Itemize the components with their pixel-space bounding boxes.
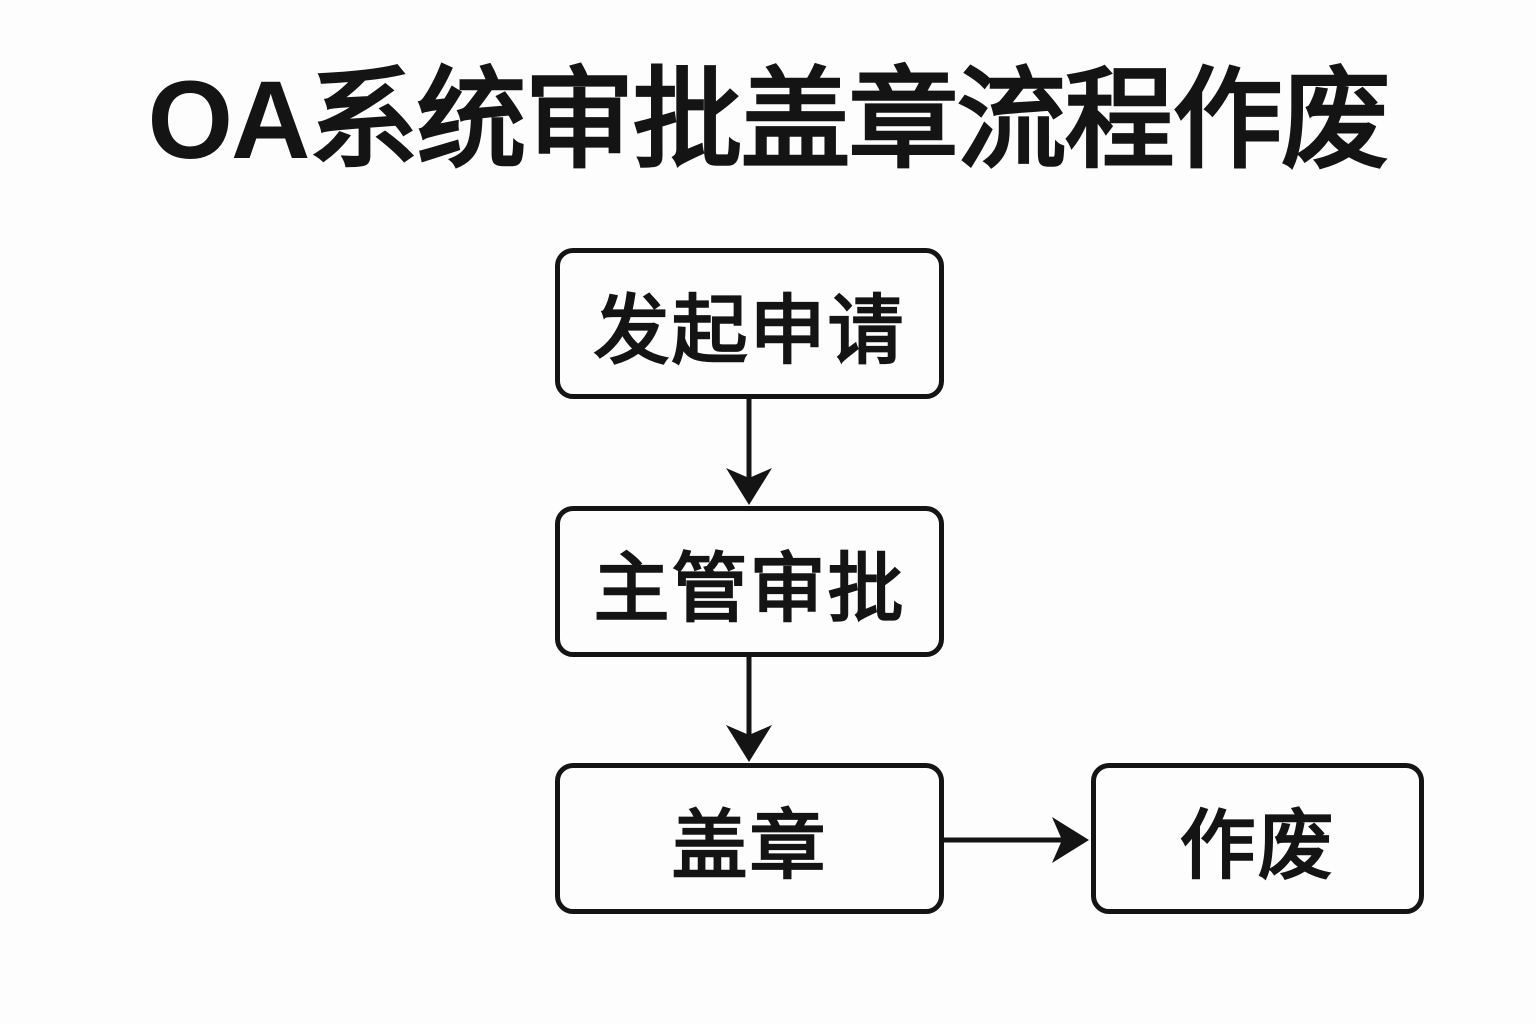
arrow-initiate-to-review bbox=[726, 399, 772, 505]
flow-node-initiate-application: 发起申请 bbox=[555, 248, 944, 399]
flow-node-stamp: 盖章 bbox=[555, 763, 944, 914]
flow-node-void: 作废 bbox=[1091, 763, 1424, 914]
flow-node-label: 发起申请 bbox=[593, 288, 906, 374]
flow-node-label: 主管审批 bbox=[593, 546, 906, 632]
flow-node-label: 作废 bbox=[1179, 803, 1336, 889]
arrow-review-to-stamp bbox=[726, 657, 772, 762]
diagram-title: OA系统审批盖章流程作废 bbox=[147, 59, 1391, 182]
flow-node-label: 盖章 bbox=[671, 803, 828, 889]
arrow-stamp-to-void bbox=[944, 817, 1089, 863]
flow-node-supervisor-approval: 主管审批 bbox=[555, 506, 944, 657]
